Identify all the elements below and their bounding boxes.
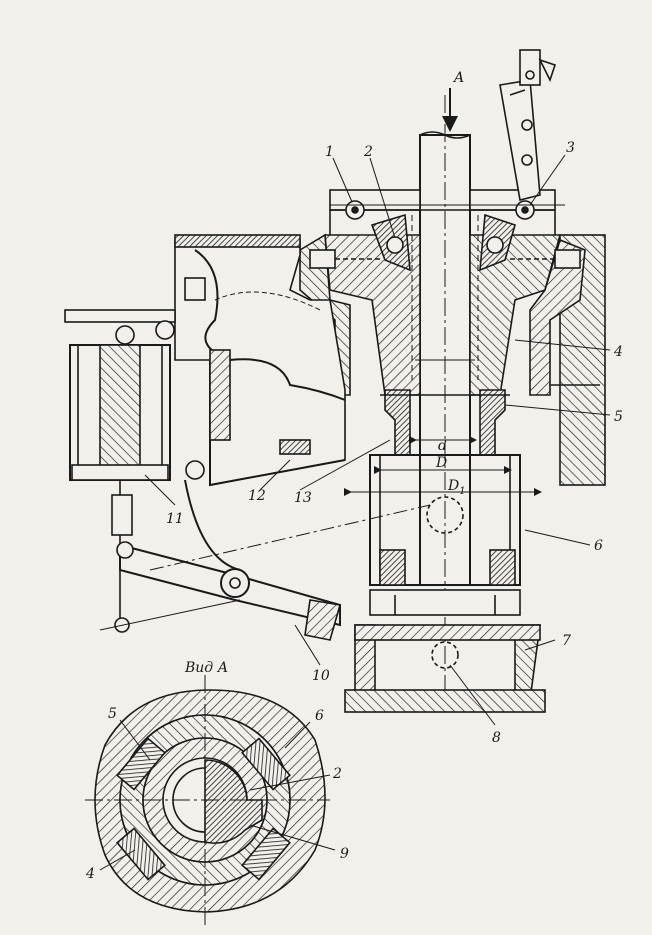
part-10-label: 10 [312, 668, 330, 684]
direction-label-a: A [452, 70, 464, 86]
part-3-label: 3 [566, 140, 575, 156]
lower-frame [369, 454, 521, 586]
seat-left [384, 389, 411, 456]
view-a-title: Вид А [184, 660, 228, 676]
part-5-label: 5 [614, 409, 623, 425]
part-11-label: 11 [166, 511, 184, 527]
part-2-label: 2 [363, 144, 373, 160]
part-13-label: 13 [294, 490, 312, 506]
part-7-label: 7 [562, 633, 571, 649]
main-section-view [64, 49, 611, 726]
view-callout-4: 4 [85, 866, 95, 882]
part-6-label: 6 [594, 538, 603, 554]
dim-D: D [435, 455, 447, 471]
dim-d: d [438, 438, 447, 454]
view-a [85, 675, 336, 925]
seat-right [479, 389, 506, 456]
part-4-label: 4 [613, 344, 623, 360]
view-callout-6: 6 [315, 708, 324, 724]
view-callout-2: 2 [332, 766, 342, 782]
base-plate [344, 689, 546, 713]
pin-8 [431, 641, 459, 669]
part-1-label: 1 [325, 144, 334, 160]
pin-d1 [426, 496, 464, 534]
view-callout-5: 5 [108, 706, 117, 722]
part-8-label: 8 [492, 730, 501, 746]
dim-D1: D1 [447, 478, 466, 497]
view-callout-9: 9 [340, 846, 349, 862]
part-12-label: 12 [248, 488, 266, 504]
